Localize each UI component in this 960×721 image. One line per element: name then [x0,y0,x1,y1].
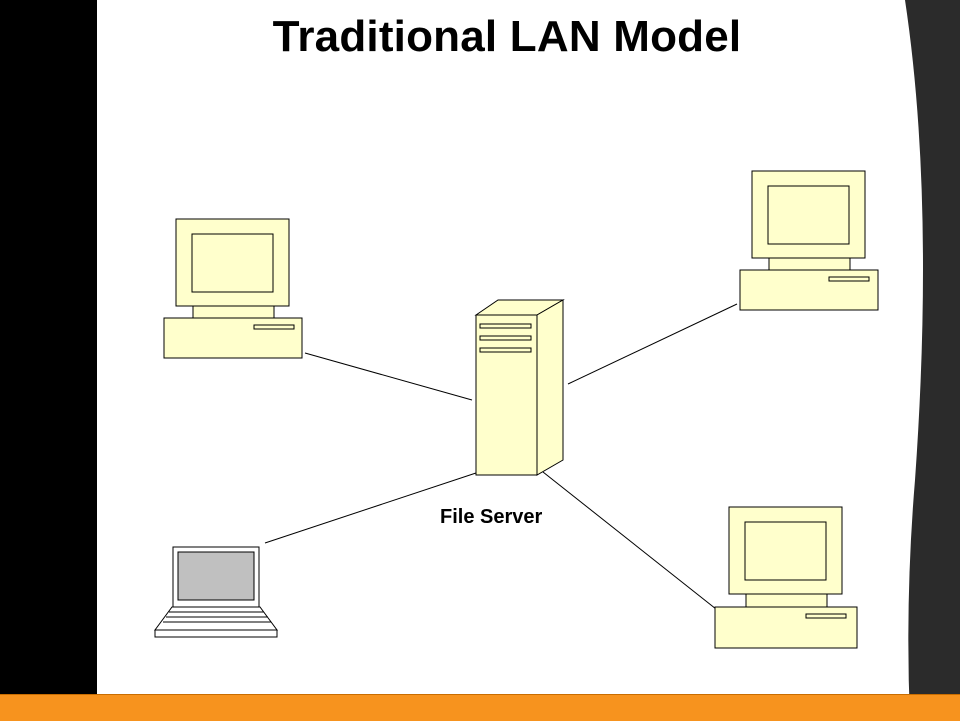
link-server-pc-top-left [304,352,473,401]
slide-title: Traditional LAN Model [272,12,742,61]
laptop-computer-icon [154,546,278,638]
file-server-label: File Server [440,506,543,528]
desktop-computer-top-right-icon [739,170,879,311]
link-server-pc-top-right [567,303,738,385]
link-server-pc-bottom-right [542,471,717,610]
link-server-laptop [264,470,483,544]
desktop-computer-bottom-right-icon [714,506,858,649]
desktop-computer-top-left-icon [163,218,303,359]
bottom-accent-bar [0,694,960,721]
left-decorative-bar [0,0,97,720]
file-server-icon [474,299,565,476]
